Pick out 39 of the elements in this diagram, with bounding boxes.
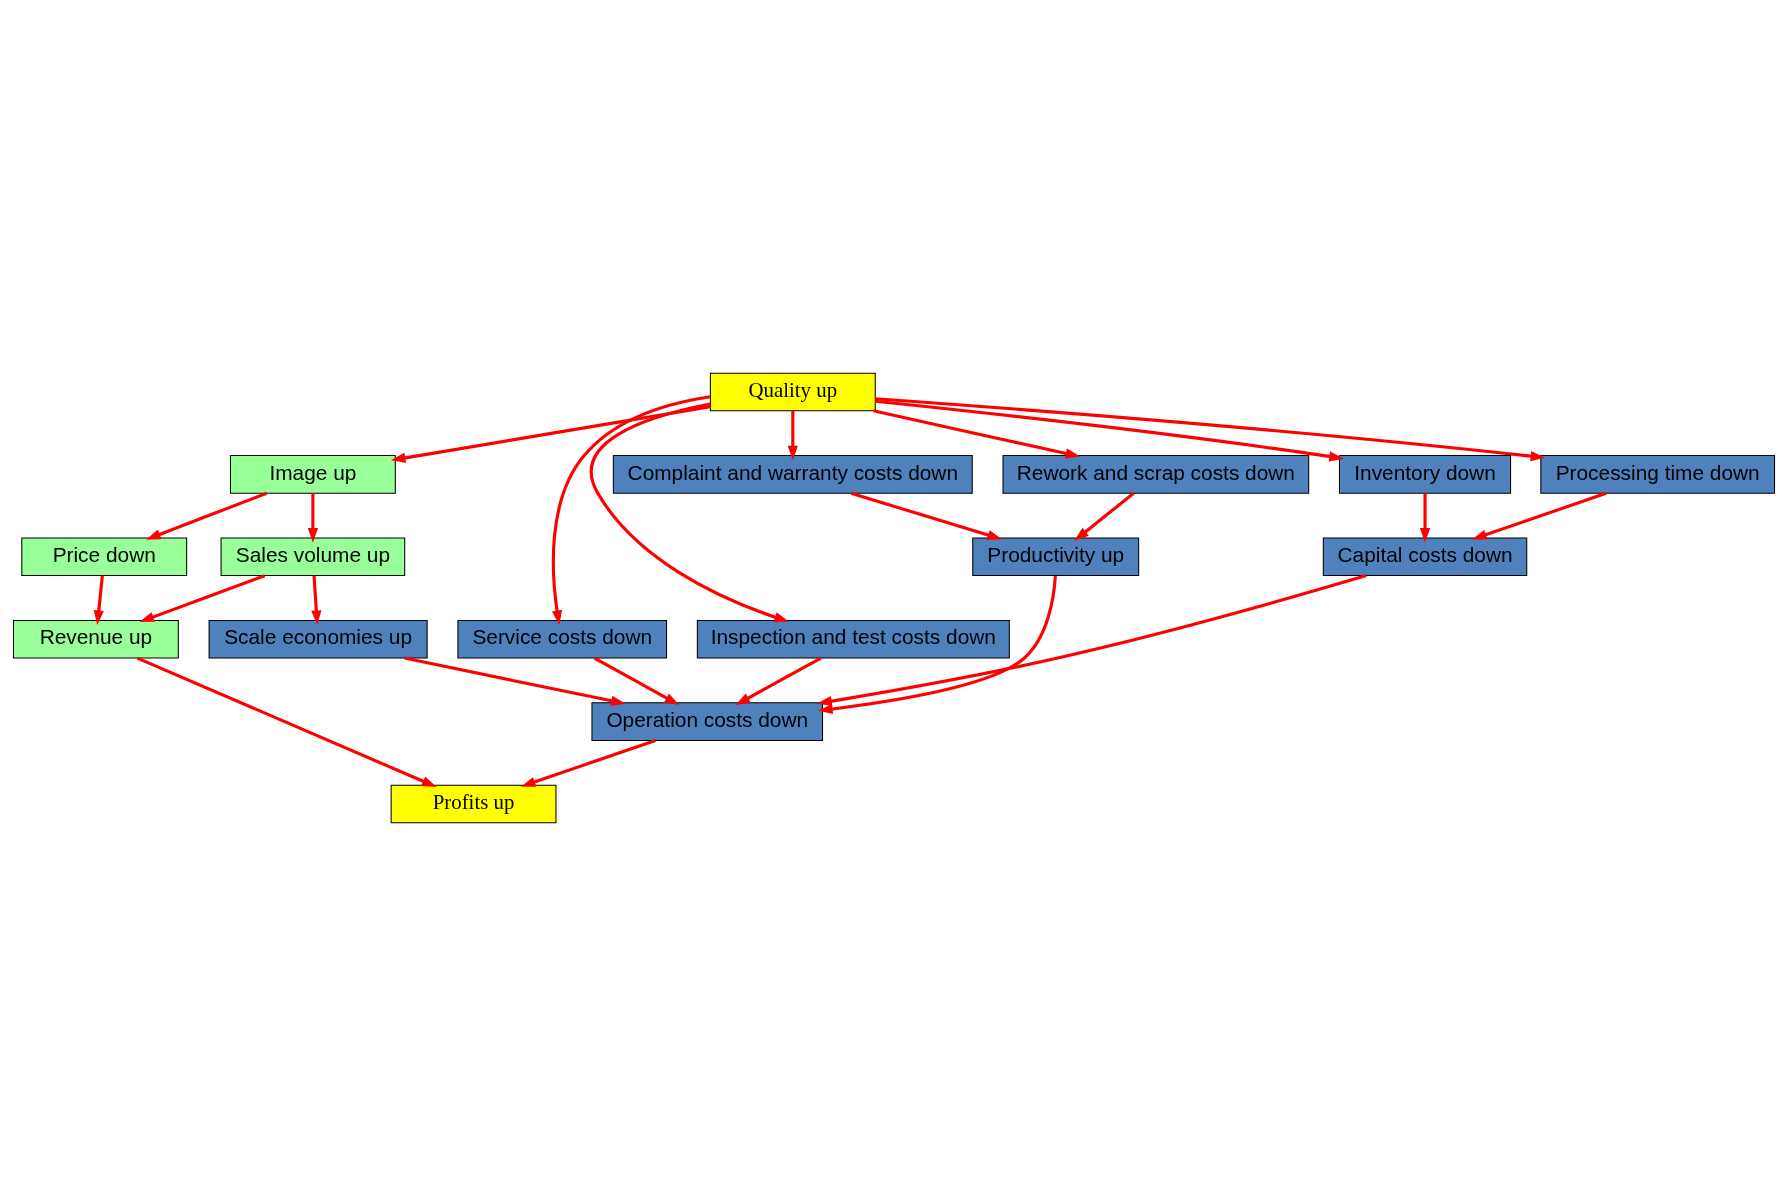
arrow (875, 396, 1546, 461)
arrow (520, 738, 656, 787)
arrow (93, 575, 104, 625)
node-box: Capital costs down (1322, 537, 1528, 576)
node-box: Quality up (709, 372, 876, 411)
arrow (818, 575, 1057, 714)
node-box: Price down (21, 537, 188, 576)
arrow (390, 404, 711, 463)
arrow (1472, 491, 1607, 540)
arrow (593, 656, 680, 705)
arrow (311, 575, 322, 625)
arrow (307, 492, 318, 543)
node-box: Revenue up (12, 619, 179, 658)
arrow (850, 491, 1003, 540)
arrow (551, 394, 711, 625)
arrow (787, 410, 798, 460)
arrow (139, 573, 266, 622)
node-box: Operation costs down (591, 701, 824, 741)
node-box: Productivity up (972, 537, 1140, 576)
node-box: Scale economies up (208, 619, 428, 658)
arrow (1074, 491, 1135, 541)
node-box: Rework and scrap costs down (1002, 454, 1310, 494)
arrow (817, 573, 1367, 706)
node-box: Processing time down (1540, 454, 1776, 494)
arrow (735, 656, 822, 705)
node-box: Inventory down (1338, 454, 1512, 494)
arrow (146, 491, 268, 540)
arrow (873, 408, 1081, 458)
arrow (875, 399, 1344, 461)
node-box: Service costs down (457, 619, 668, 658)
arrow (589, 401, 789, 622)
arrow (136, 656, 437, 787)
node-box: Inspection and test costs down (696, 619, 1010, 658)
node-box: Image up (229, 454, 396, 494)
node-box: Profits up (390, 784, 557, 823)
node-box: Sales volume up (220, 537, 406, 576)
arrow (1419, 492, 1431, 543)
node-box: Complaint and warranty costs down (612, 454, 973, 494)
arrow (404, 656, 626, 706)
